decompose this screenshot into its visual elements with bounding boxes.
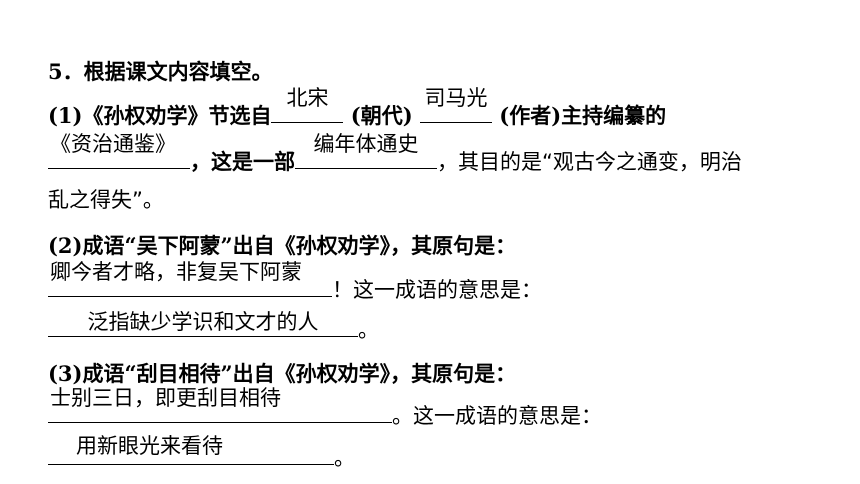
q3-meaning-blank[interactable]: 用新眼光来看待 <box>48 434 334 465</box>
q2-line-2: 卿今者才略，非复吴下阿蒙 ！这一成语的意思是： <box>48 260 542 302</box>
q3-line-3: 用新眼光来看待。 <box>48 434 355 470</box>
history-type-answer: 编年体通史 <box>313 132 419 156</box>
dynasty-answer: 北宋 <box>286 86 329 110</box>
q2-meaning-answer: 泛指缺少学识和文才的人 <box>87 310 319 334</box>
q3-line-2: 士别三日，即更刮目相待。这一成语的意思是： <box>48 386 602 428</box>
q3-sentence-answer: 士别三日，即更刮目相待 <box>50 386 281 410</box>
book-answer: 《资治通鉴》 <box>50 132 176 156</box>
q1-author-label: (作者)主持编纂的 <box>499 103 667 128</box>
q1-dynasty-label: (朝代) <box>350 103 413 128</box>
q2-sentence-blank[interactable]: 卿今者才略，非复吴下阿蒙 <box>48 260 332 297</box>
q2-line-1: (2)成语“吴下阿蒙”出自《孙权劝学》，其原句是： <box>48 232 516 260</box>
q2-line-3: 泛指缺少学识和文才的人 。 <box>48 310 379 342</box>
author-answer: 司马光 <box>424 86 488 110</box>
q2-meaning-prompt: ！这一成语的意思是： <box>332 278 542 302</box>
q2-end-punct: 。 <box>358 318 379 342</box>
history-type-blank[interactable]: 编年体通史 <box>295 132 437 169</box>
q3-line-1: (3)成语“刮目相待”出自《孙权劝学》，其原句是： <box>48 360 516 388</box>
q3-lead-text: (3)成语“刮目相待”出自《孙权劝学》，其原句是： <box>48 361 517 386</box>
question-title-text: 5．根据课文内容填空。 <box>48 59 273 84</box>
q3-end-punct: 。 <box>334 446 355 470</box>
dynasty-blank[interactable]: 北宋 <box>271 86 344 123</box>
q3-sentence-blank[interactable]: 士别三日，即更刮目相待 <box>48 386 392 423</box>
q1-lead-text: (1)《孙权劝学》节选自 <box>48 103 272 128</box>
q1-line-1: (1)《孙权劝学》节选自北宋 (朝代) 司马光 (作者)主持编纂的 <box>48 86 667 128</box>
question-title: 5．根据课文内容填空。 <box>48 58 273 86</box>
q3-meaning-prompt: 。这一成语的意思是： <box>392 404 602 428</box>
q1-line-2: 《资治通鉴》 ，这是一部编年体通史 ，其目的是“观古今之通变，明治 <box>48 132 742 174</box>
q1-tail-text: 乱之得失”。 <box>48 188 164 212</box>
q3-meaning-answer: 用新眼光来看待 <box>76 434 223 458</box>
q2-meaning-blank[interactable]: 泛指缺少学识和文才的人 <box>48 310 358 337</box>
q1-line-3: 乱之得失”。 <box>48 186 164 214</box>
q2-sentence-answer: 卿今者才略，非复吴下阿蒙 <box>50 260 302 284</box>
q1-purpose-text: ，其目的是“观古今之通变，明治 <box>437 150 742 174</box>
q1-mid-text: ，这是一部 <box>190 149 295 174</box>
author-blank[interactable]: 司马光 <box>419 86 492 123</box>
book-blank[interactable]: 《资治通鉴》 <box>48 132 190 169</box>
q2-lead-text: (2)成语“吴下阿蒙”出自《孙权劝学》，其原句是： <box>48 233 517 258</box>
